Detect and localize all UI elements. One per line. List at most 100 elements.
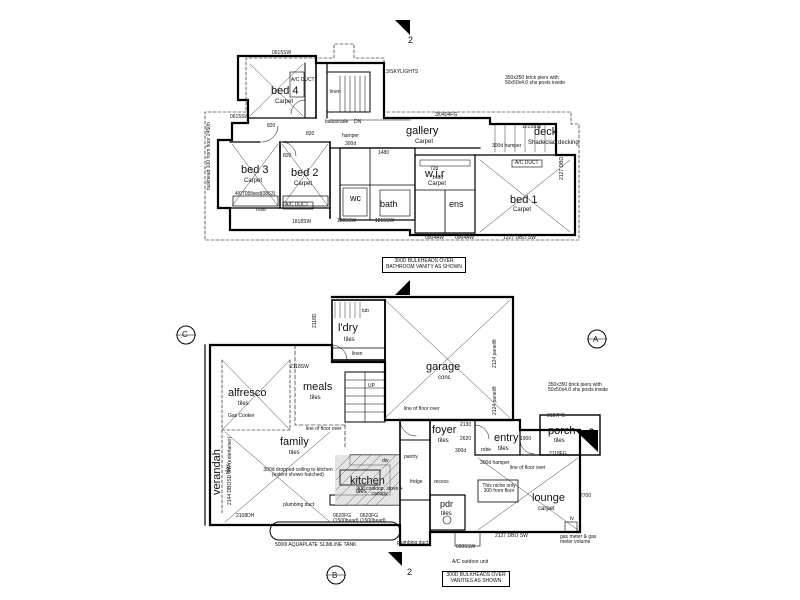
section-marker-b: B bbox=[332, 571, 338, 580]
room-gallery: gallery bbox=[406, 125, 439, 137]
room-kitchen: kitchen bbox=[350, 475, 385, 487]
label-garage-window-2: 2124 panelift bbox=[492, 386, 498, 415]
room-wir-finish: Carpet bbox=[428, 181, 447, 187]
room-verandah: verandah bbox=[211, 449, 223, 495]
label-bed1-window: 1227 DBO SW bbox=[503, 235, 536, 241]
upper-note-box: 300D BULKHEADS OVER BATHROOM VANITY AS S… bbox=[382, 257, 466, 273]
label-dim-1900: 1900 bbox=[520, 436, 532, 442]
label-bath-window-2: 1215SW bbox=[375, 218, 395, 224]
label-tank: 5000l AQUAPLATE SLIMLINE TANK bbox=[275, 542, 357, 548]
room-bath: bath bbox=[380, 199, 398, 209]
label-meals-window: 2118SW bbox=[290, 364, 309, 370]
label-bed2-window: 1818SW bbox=[292, 219, 312, 225]
label-gas-meter: gas meter & gas meter volume bbox=[560, 534, 597, 545]
label-ens-window-2: 0904AW bbox=[455, 235, 474, 241]
label-upper-piers: 350x350 brick piers with 50x50x4.0 shs p… bbox=[505, 75, 566, 86]
label-cooktop: 900 cooktop, stove + canopy bbox=[356, 486, 403, 497]
label-door-820-a: 820 bbox=[267, 123, 276, 129]
room-gallery-finish: Carpet bbox=[415, 139, 434, 145]
upper-floor-walls bbox=[204, 43, 580, 241]
room-garage-finish: conc bbox=[438, 375, 451, 381]
room-pdr-finish: tiles bbox=[441, 511, 452, 517]
ground-note-box: 300D BULKHEADS OVER VANITIES AS SHOWN bbox=[442, 571, 510, 587]
label-garage-window-1: 2124 panelift bbox=[492, 339, 498, 368]
label-plumbing-duct-1: plumbing duct bbox=[283, 502, 315, 508]
room-deck-finish: Shadeclad decking bbox=[528, 140, 579, 146]
room-foyer: foyer bbox=[432, 424, 457, 436]
room-ldry: l'dry bbox=[338, 322, 358, 334]
label-ac-duct-2: A/C DUCT bbox=[285, 202, 309, 208]
room-kitchen-finish: tiles bbox=[356, 489, 367, 495]
room-bed3-finish: Carpet bbox=[244, 178, 263, 184]
north-arrows bbox=[388, 20, 598, 566]
label-bed4-window: 0615SW bbox=[272, 50, 292, 56]
section-markers bbox=[175, 325, 608, 585]
label-gallery-window: 3/0404FG bbox=[435, 112, 458, 118]
label-stairs-up: UP bbox=[368, 383, 375, 389]
room-porch: porch bbox=[548, 425, 576, 437]
section-marker-a: A bbox=[593, 335, 599, 344]
label-door-1480: 1480 bbox=[378, 150, 390, 156]
label-pdr-window: 0905SW bbox=[456, 544, 476, 550]
room-wc: wc bbox=[350, 193, 361, 203]
room-porch-finish: tiles bbox=[554, 438, 565, 444]
label-bath-window-1: 1205SW bbox=[337, 218, 357, 224]
label-bed1-side-window: 1215SW bbox=[522, 124, 542, 130]
label-ground-hamper: 300d hamper bbox=[480, 460, 510, 466]
label-skylights: 3/SKYLIGHTS bbox=[386, 69, 419, 75]
label-niche: This niche only 300 from floor bbox=[482, 483, 516, 494]
room-ens: ens bbox=[449, 199, 464, 209]
label-upper-hamper: hamper bbox=[342, 133, 359, 139]
room-family: family bbox=[280, 436, 309, 448]
label-floor-over-2: line of floor over bbox=[306, 426, 342, 432]
label-upper-hamper-depth: 300d bbox=[345, 141, 357, 147]
room-deck: deck bbox=[534, 126, 558, 138]
label-door-820-c: 820 bbox=[306, 131, 315, 137]
room-bed1: bed 1 bbox=[510, 194, 538, 206]
room-meals: meals bbox=[303, 381, 333, 393]
room-alfresco-finish: tiles bbox=[238, 401, 249, 407]
label-balustrade: balustrade bbox=[325, 119, 349, 125]
label-tub: tub bbox=[362, 308, 369, 314]
label-door-720: 720 bbox=[430, 166, 439, 172]
label-upper-linen: linen bbox=[330, 89, 341, 95]
room-pdr: pdr bbox=[440, 499, 454, 509]
room-entry: entry bbox=[494, 432, 519, 444]
ground-floor-walls bbox=[204, 295, 601, 547]
label-alfresco-window: 2108DH bbox=[236, 513, 255, 519]
room-foyer-finish: tiles bbox=[438, 438, 449, 444]
room-bed1-finish: Carpet bbox=[513, 207, 532, 213]
label-bed4-window-2: 0615SW bbox=[230, 114, 250, 120]
room-bed2-finish: Carpet bbox=[294, 181, 313, 187]
label-kitchen-window-1: 0620FG (1500head) bbox=[333, 513, 359, 524]
north-marker-top: 2 bbox=[408, 35, 414, 45]
label-dim-2700: 2700 bbox=[580, 493, 592, 499]
room-pantry: pantry bbox=[404, 454, 418, 460]
section-marker-c: C bbox=[182, 330, 188, 339]
room-meals-finish: tiles bbox=[310, 395, 321, 401]
north-marker-bottom: 2 bbox=[407, 567, 413, 577]
room-entry-finish: tiles bbox=[498, 446, 509, 452]
room-bed3: bed 3 bbox=[241, 164, 269, 176]
label-dishwasher: dw bbox=[382, 458, 389, 464]
label-deck-window: 2127 DBO bbox=[559, 156, 565, 180]
label-recess: recess bbox=[434, 479, 449, 485]
label-ac-duct-3: A/C DUCT bbox=[515, 160, 539, 166]
label-ground-robe: robe bbox=[481, 447, 492, 453]
room-bed4-finish: Carpet bbox=[275, 99, 294, 105]
north-marker-right: 3 bbox=[589, 427, 595, 437]
label-upper-robe: robe bbox=[256, 207, 267, 213]
label-entry-window: 2127FG bbox=[547, 413, 566, 419]
label-door-820-b: 820 bbox=[283, 153, 292, 159]
label-hamper-2: 300d hamper bbox=[492, 143, 522, 149]
room-family-finish: tiles bbox=[289, 450, 300, 456]
room-wir: w.i.r bbox=[425, 168, 445, 180]
room-bed4: bed 4 bbox=[271, 85, 299, 97]
label-dim-2620: 2620 bbox=[460, 436, 472, 442]
label-family-window: 2144 DBOSD SW (entertainer) bbox=[227, 436, 233, 505]
label-ground-linen: linen bbox=[352, 351, 363, 357]
label-door-1480b: 1480 bbox=[432, 175, 444, 181]
room-bed2: bed 2 bbox=[291, 167, 319, 179]
label-dim-300d: 300d bbox=[455, 448, 467, 454]
label-porch-window: 2118FG bbox=[549, 451, 567, 457]
